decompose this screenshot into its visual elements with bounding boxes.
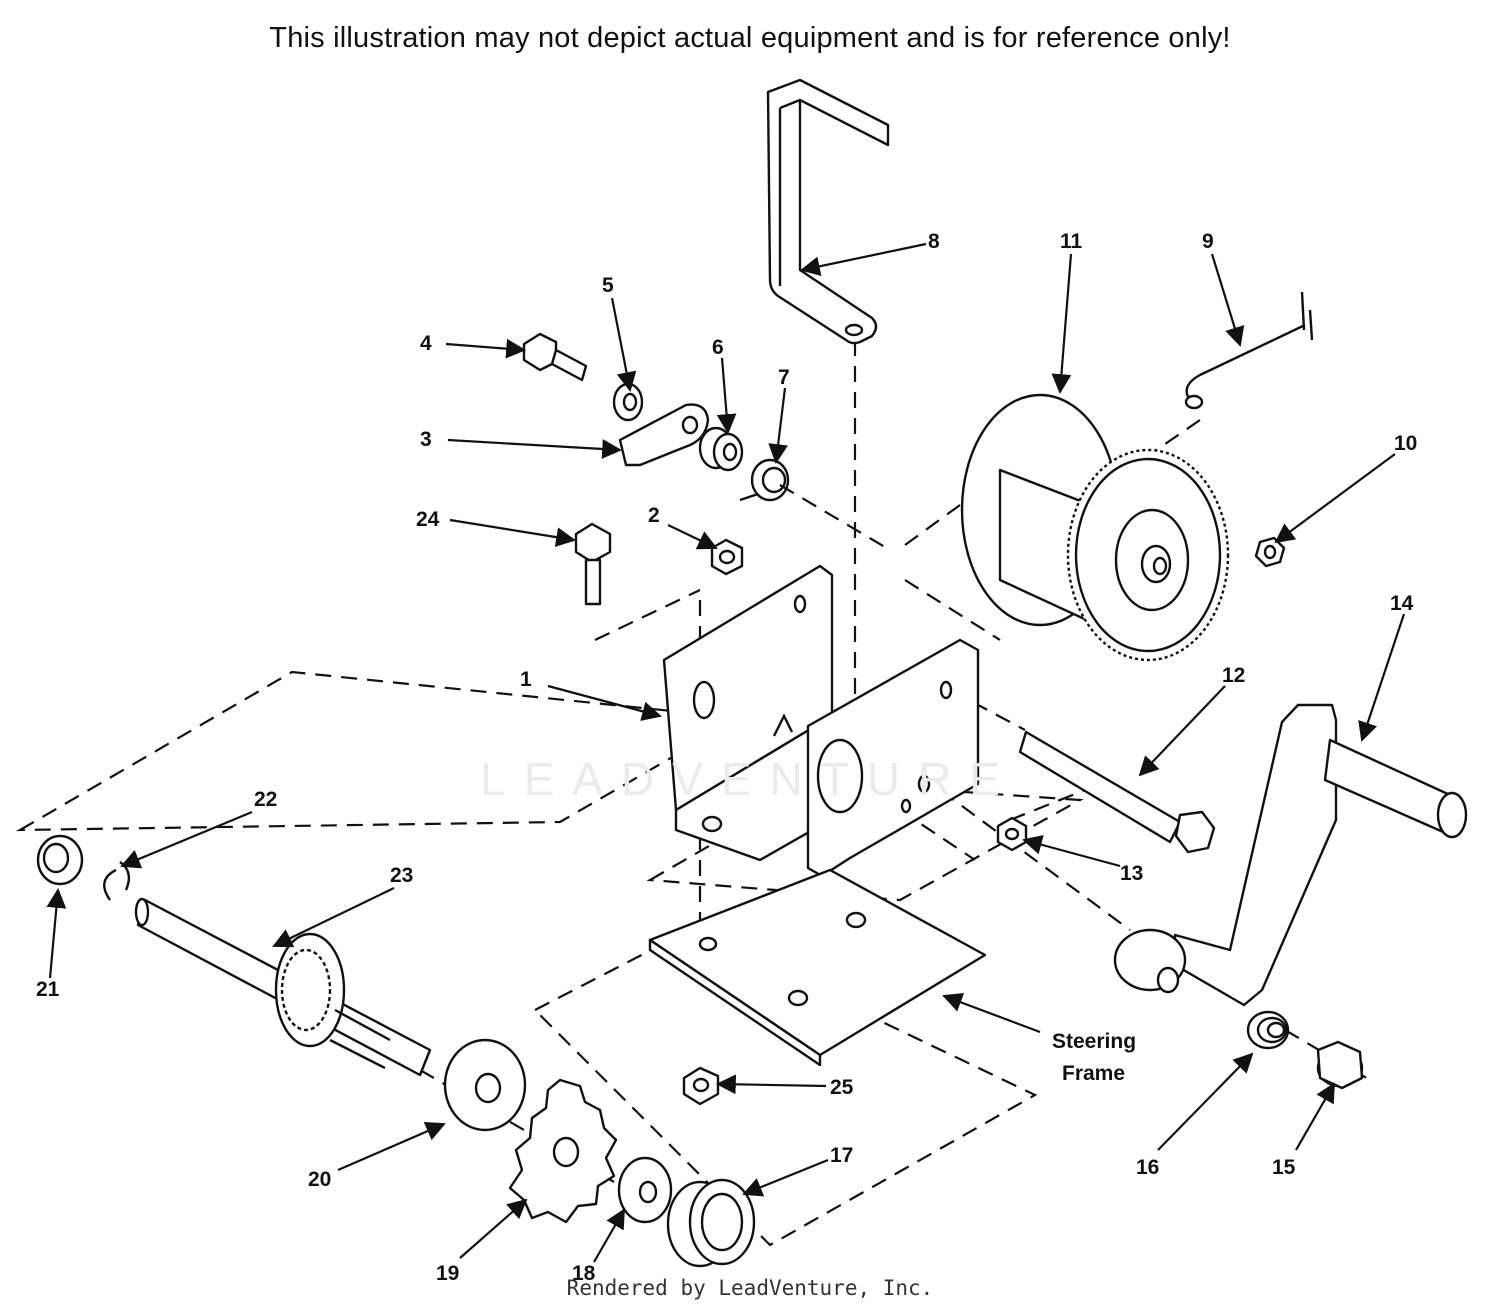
part-7-spring <box>739 458 790 502</box>
part-1-main-bracket <box>662 564 980 878</box>
part-24-bolt <box>574 522 612 606</box>
callout-4: 4 <box>420 332 432 355</box>
callout-numbers: 1 2 3 4 5 6 7 8 9 10 11 12 13 14 15 16 1… <box>36 230 1417 1285</box>
part-18-washer <box>617 1156 673 1224</box>
callout-18: 18 <box>572 1262 596 1285</box>
leader-lines <box>46 242 1406 1263</box>
part-14-crank-handle <box>1113 703 1468 1007</box>
part-16-spring <box>1246 1010 1290 1050</box>
callout-14: 14 <box>1390 592 1414 615</box>
guide-bolt-24 <box>594 589 701 641</box>
part-10-nut <box>1254 536 1286 568</box>
steering-frame-plate <box>648 868 987 1067</box>
part-9-pin <box>1184 291 1314 410</box>
guide-reel-bottom <box>904 579 1001 641</box>
part-25-nut <box>682 1066 720 1106</box>
part-8-bracket <box>766 78 890 345</box>
guide-frame-left <box>15 670 744 832</box>
callout-2: 2 <box>648 504 660 527</box>
part-3-latch <box>618 403 710 467</box>
part-21-cap <box>36 834 84 886</box>
part-13-nut <box>996 816 1028 852</box>
steering-frame-label-line1: Steering <box>1052 1030 1136 1053</box>
part-6-bushing <box>698 426 744 472</box>
disclaimer-text: This illustration may not depict actual … <box>269 22 1231 54</box>
callout-19: 19 <box>436 1262 459 1285</box>
callout-16: 16 <box>1136 1156 1159 1179</box>
part-5-washer <box>612 382 644 422</box>
callout-20: 20 <box>308 1168 331 1191</box>
callout-25: 25 <box>830 1076 854 1099</box>
callout-17: 17 <box>830 1144 853 1167</box>
part-2-nut <box>710 538 744 576</box>
part-23-shaft <box>134 897 432 1077</box>
callout-1: 1 <box>520 668 532 691</box>
callout-6: 6 <box>712 336 724 359</box>
callout-21: 21 <box>36 978 60 1001</box>
callout-23: 23 <box>390 864 413 887</box>
guide-frame-lower <box>533 928 1038 1247</box>
callout-22: 22 <box>254 788 277 811</box>
callout-11: 11 <box>1060 230 1083 253</box>
part-19-gear <box>508 1078 618 1224</box>
callout-9: 9 <box>1202 230 1214 253</box>
rendered-by-text: Rendered by LeadVenture, Inc. <box>566 1276 934 1300</box>
callout-8: 8 <box>928 230 940 253</box>
part-4-bolt <box>522 332 588 382</box>
callout-24: 24 <box>416 508 440 531</box>
part-12-bolt <box>1018 730 1216 854</box>
callout-3: 3 <box>420 428 432 451</box>
callout-5: 5 <box>602 274 614 297</box>
callout-15: 15 <box>1272 1156 1296 1179</box>
callout-10: 10 <box>1394 432 1417 455</box>
part-17-bearing <box>666 1178 756 1268</box>
callout-7: 7 <box>778 366 790 389</box>
part-20-washer <box>443 1038 527 1132</box>
guide-reel-top <box>904 504 961 546</box>
part-15-cap-nut <box>1316 1040 1364 1090</box>
guide-spring <box>779 484 891 551</box>
callout-12: 12 <box>1222 664 1245 687</box>
guide-nut-13 <box>1009 788 1086 822</box>
steering-frame-label-line2: Frame <box>1062 1062 1125 1085</box>
part-22-e-clip <box>103 861 131 901</box>
callout-13: 13 <box>1120 862 1143 885</box>
part-11-reel-gear <box>960 393 1230 662</box>
steering-frame-annotation: Steering Frame <box>1052 1030 1136 1085</box>
